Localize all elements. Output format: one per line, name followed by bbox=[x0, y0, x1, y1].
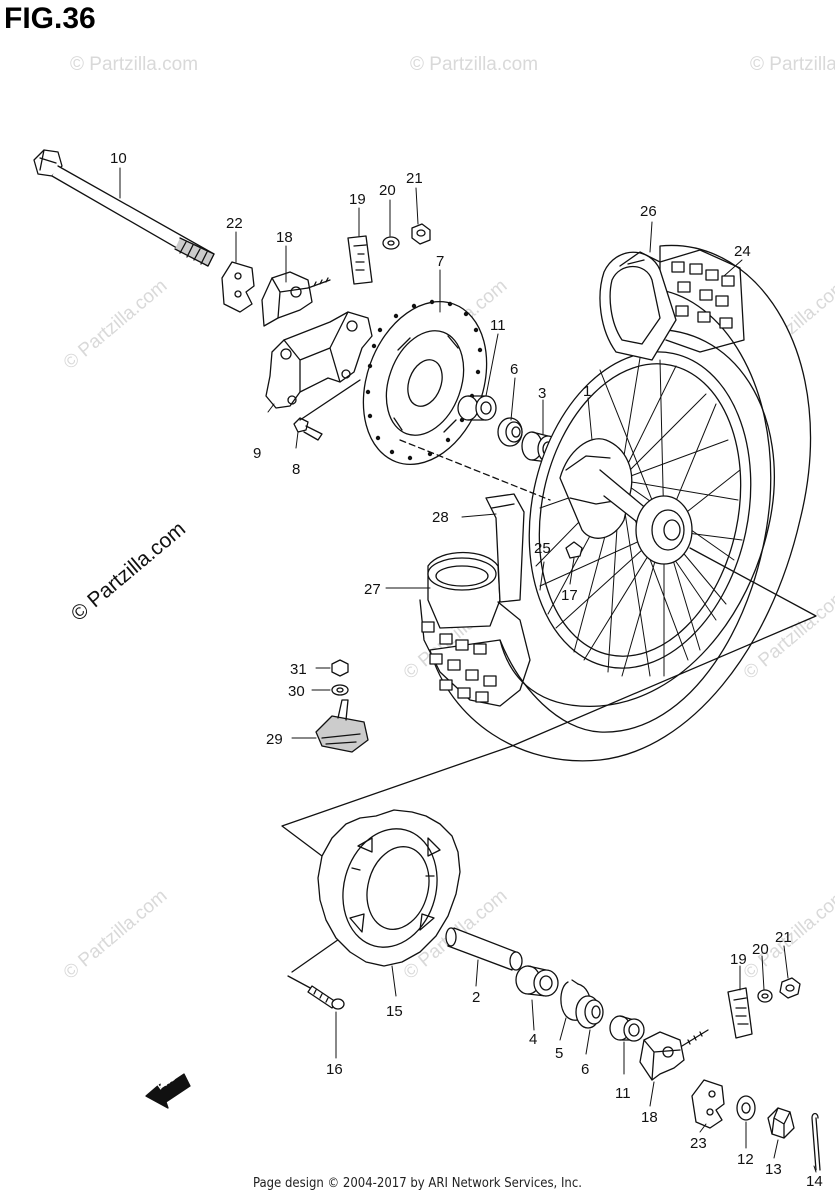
callout-label: 7 bbox=[436, 253, 444, 270]
forward-arrow-icon bbox=[145, 1073, 191, 1109]
chain-adjuster-18 bbox=[261, 271, 331, 327]
brake-caliper-bracket-9 bbox=[265, 311, 373, 409]
callout-label: 12 bbox=[737, 1151, 754, 1168]
callout-label: 16 bbox=[326, 1061, 343, 1078]
callout-label: 5 bbox=[555, 1045, 563, 1062]
tire-section-27 bbox=[419, 551, 531, 707]
callout-label: 6 bbox=[510, 361, 518, 378]
callout-label: 19 bbox=[730, 951, 747, 968]
callout-labels: 10 21 20 19 22 18 7 26 24 11 6 3 1 9 8 2… bbox=[110, 150, 823, 1190]
chain-adjuster-plate-22 bbox=[221, 261, 255, 313]
oil-seal-6-upper bbox=[497, 417, 523, 447]
callout-label: 14 bbox=[806, 1173, 823, 1190]
watermark: © Partzilla.com bbox=[60, 275, 172, 373]
chain-puller-set-upper bbox=[347, 223, 431, 285]
washer-12 bbox=[736, 1095, 756, 1121]
collar-11-lower bbox=[609, 1015, 645, 1042]
callout-label: 26 bbox=[640, 203, 657, 220]
callout-label: 21 bbox=[775, 929, 792, 946]
watermark: © Partzilla.com bbox=[750, 54, 835, 75]
nut-31 bbox=[331, 659, 349, 677]
watermark: © Partzilla.com bbox=[410, 54, 538, 75]
footer-text: Page design © 2004-2017 by ARI Network S… bbox=[253, 1176, 582, 1191]
callout-label: 19 bbox=[349, 191, 366, 208]
assembly-line bbox=[281, 547, 817, 863]
cotter-pin-14 bbox=[811, 1112, 821, 1171]
callout-label: 31 bbox=[290, 661, 307, 678]
bolt-16 bbox=[307, 985, 345, 1010]
bearing-4 bbox=[515, 965, 559, 997]
callout-label: 11 bbox=[490, 317, 506, 334]
callout-label: 9 bbox=[253, 445, 261, 462]
callout-label: 21 bbox=[406, 170, 423, 187]
callout-label: 24 bbox=[734, 243, 751, 260]
oil-seal-6-lower bbox=[575, 995, 604, 1029]
axis-line bbox=[299, 379, 361, 421]
spacer-2 bbox=[445, 927, 523, 971]
rim-band-28 bbox=[485, 493, 525, 603]
callout-label: 6 bbox=[581, 1061, 589, 1078]
callout-label: 28 bbox=[432, 509, 449, 526]
callout-label: 17 bbox=[561, 587, 578, 604]
callout-label: 22 bbox=[226, 215, 243, 232]
tire-section-26 bbox=[599, 249, 745, 361]
callout-label: 3 bbox=[538, 385, 546, 402]
callout-label: 11 bbox=[615, 1085, 631, 1102]
callout-label: 30 bbox=[288, 683, 305, 700]
sprocket-15 bbox=[317, 809, 461, 967]
callout-label: 20 bbox=[379, 182, 396, 199]
callout-label: 13 bbox=[765, 1161, 782, 1178]
callout-label: 2 bbox=[472, 989, 480, 1006]
bolt-8 bbox=[293, 417, 323, 441]
callout-label: 1 bbox=[583, 383, 591, 400]
callout-label: 4 bbox=[529, 1031, 537, 1048]
washer-30 bbox=[331, 684, 349, 696]
callout-label: 20 bbox=[752, 941, 769, 958]
callout-label: 10 bbox=[110, 150, 127, 167]
chain-puller-set-lower bbox=[727, 977, 801, 1039]
castle-nut-13 bbox=[767, 1107, 795, 1139]
chain-adjuster-plate-23 bbox=[691, 1079, 725, 1129]
watermark: © Partzilla.com bbox=[70, 54, 198, 75]
brake-disc-7 bbox=[362, 299, 488, 466]
tire-24 bbox=[429, 244, 812, 762]
disc-holes bbox=[365, 299, 483, 461]
figure-title: FIG.36 bbox=[4, 2, 96, 35]
axis-line bbox=[399, 439, 551, 501]
chain-adjuster-18-lower bbox=[639, 1029, 709, 1081]
callout-label: 23 bbox=[690, 1135, 707, 1152]
callout-label: 18 bbox=[276, 229, 293, 246]
watermark: © Partzilla.com bbox=[60, 885, 172, 983]
rim-lock-29 bbox=[315, 699, 369, 753]
callout-label: 18 bbox=[641, 1109, 658, 1126]
axle-10 bbox=[33, 149, 215, 267]
hub-1 bbox=[559, 438, 693, 565]
nipple-17 bbox=[565, 541, 583, 559]
callout-label: 25 bbox=[534, 540, 551, 557]
callout-label: 8 bbox=[292, 461, 300, 478]
callout-label: 29 bbox=[266, 731, 283, 748]
leader-lines bbox=[119, 167, 817, 1173]
callout-label: 15 bbox=[386, 1003, 403, 1020]
callout-label: 27 bbox=[364, 581, 381, 598]
